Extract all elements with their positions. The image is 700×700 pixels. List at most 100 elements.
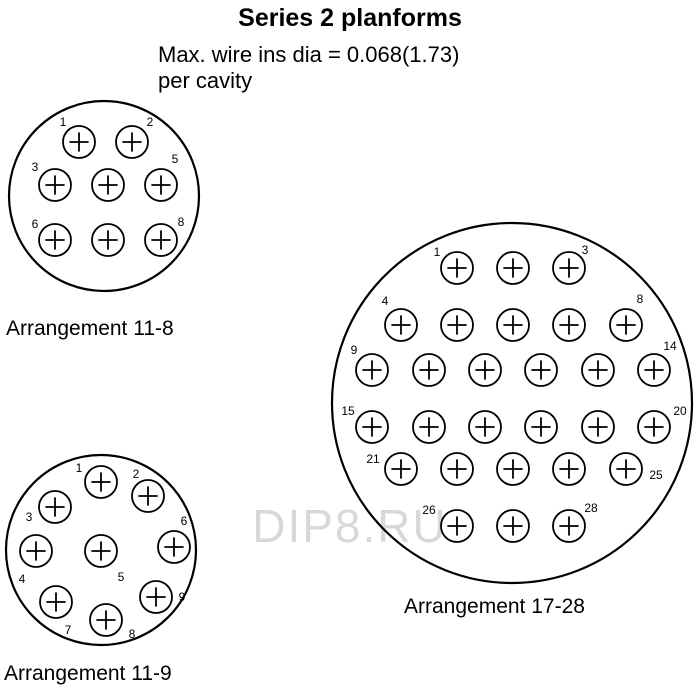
cavity-circle — [468, 353, 502, 387]
pin-number: 5 — [118, 570, 125, 584]
pin-number: 6 — [32, 217, 39, 231]
cavity-circle — [552, 452, 586, 486]
cavity-11-9-9: 9 — [139, 580, 186, 614]
cavity-17-28-9: 9 — [351, 343, 389, 387]
cavity-17-28-23 — [496, 452, 530, 486]
pin-number: 14 — [663, 339, 677, 353]
cavity-11-9-4: 4 — [19, 534, 53, 586]
wire-spec-line-2: per cavity — [158, 68, 253, 93]
cavity-17-28-10 — [412, 353, 446, 387]
arrangement-label-11-9: Arrangement 11-9 — [4, 662, 172, 685]
cavity-circle — [139, 580, 173, 614]
cavity-17-28-5 — [440, 308, 474, 342]
pin-number: 2 — [133, 467, 140, 481]
cavity-17-28-22 — [440, 452, 474, 486]
pin-number: 26 — [422, 503, 436, 517]
cavity-circle — [552, 509, 586, 543]
cavity-11-8-5: 5 — [144, 152, 179, 202]
cavity-11-8-3: 3 — [32, 160, 72, 202]
cavity-17-28-18 — [524, 410, 558, 444]
cavity-17-28-20: 20 — [637, 404, 687, 444]
cavity-17-28-12 — [524, 353, 558, 387]
cavity-circle — [552, 308, 586, 342]
cavity-circle — [524, 410, 558, 444]
cavity-circle — [609, 308, 643, 342]
cavity-17-28-27 — [496, 509, 530, 543]
pin-number: 28 — [584, 501, 598, 515]
cavity-circle — [91, 223, 125, 257]
cavity-11-8-4 — [91, 168, 125, 202]
cavity-17-28-25: 25 — [609, 452, 663, 486]
cavity-17-28-14: 14 — [637, 339, 677, 387]
cavity-circle — [19, 534, 53, 568]
pin-number: 3 — [582, 243, 589, 257]
cavity-circle — [131, 479, 165, 513]
cavity-17-28-15: 15 — [341, 404, 389, 444]
shell-outline-11-8 — [7, 99, 201, 293]
cavity-11-9-7: 7 — [39, 585, 73, 637]
cavity-17-28-28: 28 — [552, 501, 598, 543]
cavity-circle — [637, 410, 671, 444]
cavity-circle — [355, 353, 389, 387]
pin-number: 4 — [19, 572, 26, 586]
cavity-11-8-2: 2 — [115, 115, 154, 159]
cavity-11-8-7 — [91, 223, 125, 257]
cavity-circle — [496, 509, 530, 543]
cavity-11-8-1: 1 — [60, 115, 96, 159]
wire-spec-line-1: Max. wire ins dia = 0.068(1.73) — [158, 42, 460, 67]
cavity-circle — [581, 353, 615, 387]
diagram-title: Series 2 planforms — [238, 4, 462, 32]
pin-number: 9 — [351, 343, 358, 357]
pin-number: 20 — [673, 404, 687, 418]
cavity-11-9-2: 2 — [131, 467, 165, 513]
cavity-circle — [524, 353, 558, 387]
cavity-circle — [440, 251, 474, 285]
wire-spec-note: Max. wire ins dia = 0.068(1.73) per cavi… — [158, 42, 459, 94]
cavity-17-28-6 — [496, 308, 530, 342]
pin-number: 1 — [76, 461, 83, 475]
cavity-circle — [496, 452, 530, 486]
cavity-circle — [496, 308, 530, 342]
cavity-circle — [412, 410, 446, 444]
watermark-text: DIP8.RU — [252, 500, 447, 552]
cavity-17-28-2 — [496, 251, 530, 285]
arrangement-label-17-28: Arrangement 17-28 — [404, 595, 585, 618]
cavity-17-28-17 — [468, 410, 502, 444]
cavity-17-28-24 — [552, 452, 586, 486]
cavity-circle — [38, 168, 72, 202]
pin-number: 21 — [366, 452, 380, 466]
pin-number: 7 — [65, 623, 72, 637]
pin-number: 1 — [60, 115, 67, 129]
cavity-circle — [609, 452, 643, 486]
cavity-17-28-16 — [412, 410, 446, 444]
pin-number: 1 — [434, 245, 441, 259]
cavity-17-28-3: 3 — [552, 243, 589, 285]
cavity-circle — [440, 452, 474, 486]
cavity-circle — [144, 168, 178, 202]
cavity-circle — [38, 490, 72, 524]
pin-number: 8 — [637, 292, 644, 306]
cavity-circle — [84, 534, 118, 568]
pin-number: 15 — [341, 404, 355, 418]
cavity-circle — [355, 410, 389, 444]
cavity-circle — [552, 251, 586, 285]
cavity-circle — [91, 168, 125, 202]
cavity-17-28-8: 8 — [609, 292, 644, 342]
cavity-circle — [38, 223, 72, 257]
cavity-11-9-3: 3 — [26, 490, 72, 524]
arrangement-label-11-8: Arrangement 11-8 — [6, 317, 174, 340]
pin-number: 9 — [179, 590, 186, 604]
cavity-circle — [637, 353, 671, 387]
cavity-circle — [84, 465, 118, 499]
cavity-circle — [468, 410, 502, 444]
cavity-circle — [412, 353, 446, 387]
cavity-circle — [89, 603, 123, 637]
cavity-11-9-5: 5 — [84, 534, 125, 584]
